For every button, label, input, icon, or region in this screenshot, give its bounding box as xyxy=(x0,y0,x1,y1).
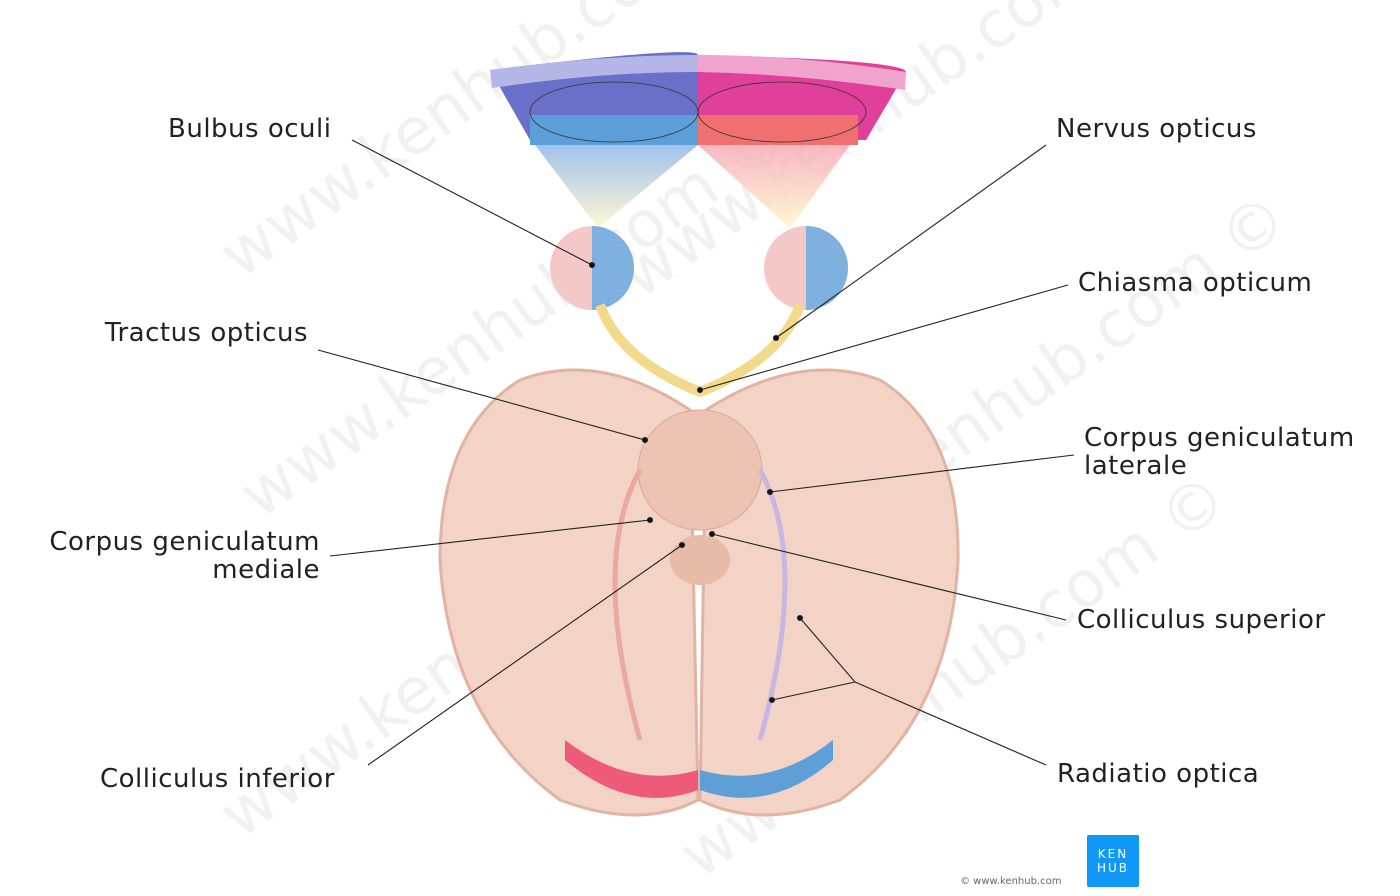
logo-line2: HUB xyxy=(1096,861,1130,875)
label-colliculus-superior: Colliculus superior xyxy=(1077,605,1326,635)
label-cgl-line1: Corpus geniculatum xyxy=(1084,423,1355,453)
label-chiasma-opticum: Chiasma opticum xyxy=(1078,268,1313,298)
label-colliculus-inferior: Colliculus inferior xyxy=(100,764,335,794)
leader-lines xyxy=(317,139,1075,766)
eyes xyxy=(550,226,848,310)
label-radiatio-optica: Radiatio optica xyxy=(1057,759,1260,789)
copyright: © www.kenhub.com xyxy=(960,876,1062,887)
logo-line1: KEN xyxy=(1097,847,1129,861)
kenhub-logo: KEN HUB xyxy=(1087,835,1139,887)
visual-field xyxy=(490,52,906,228)
label-nervus-opticus: Nervus opticus xyxy=(1056,114,1257,144)
label-cgm-line1: Corpus geniculatum xyxy=(49,527,320,557)
label-cgm-line2: mediale xyxy=(212,555,320,585)
brain xyxy=(438,368,960,817)
label-tractus-opticus: Tractus opticus xyxy=(104,318,308,348)
label-cgl-line2: laterale xyxy=(1084,451,1188,481)
label-bulbus-oculi: Bulbus oculi xyxy=(168,114,332,144)
